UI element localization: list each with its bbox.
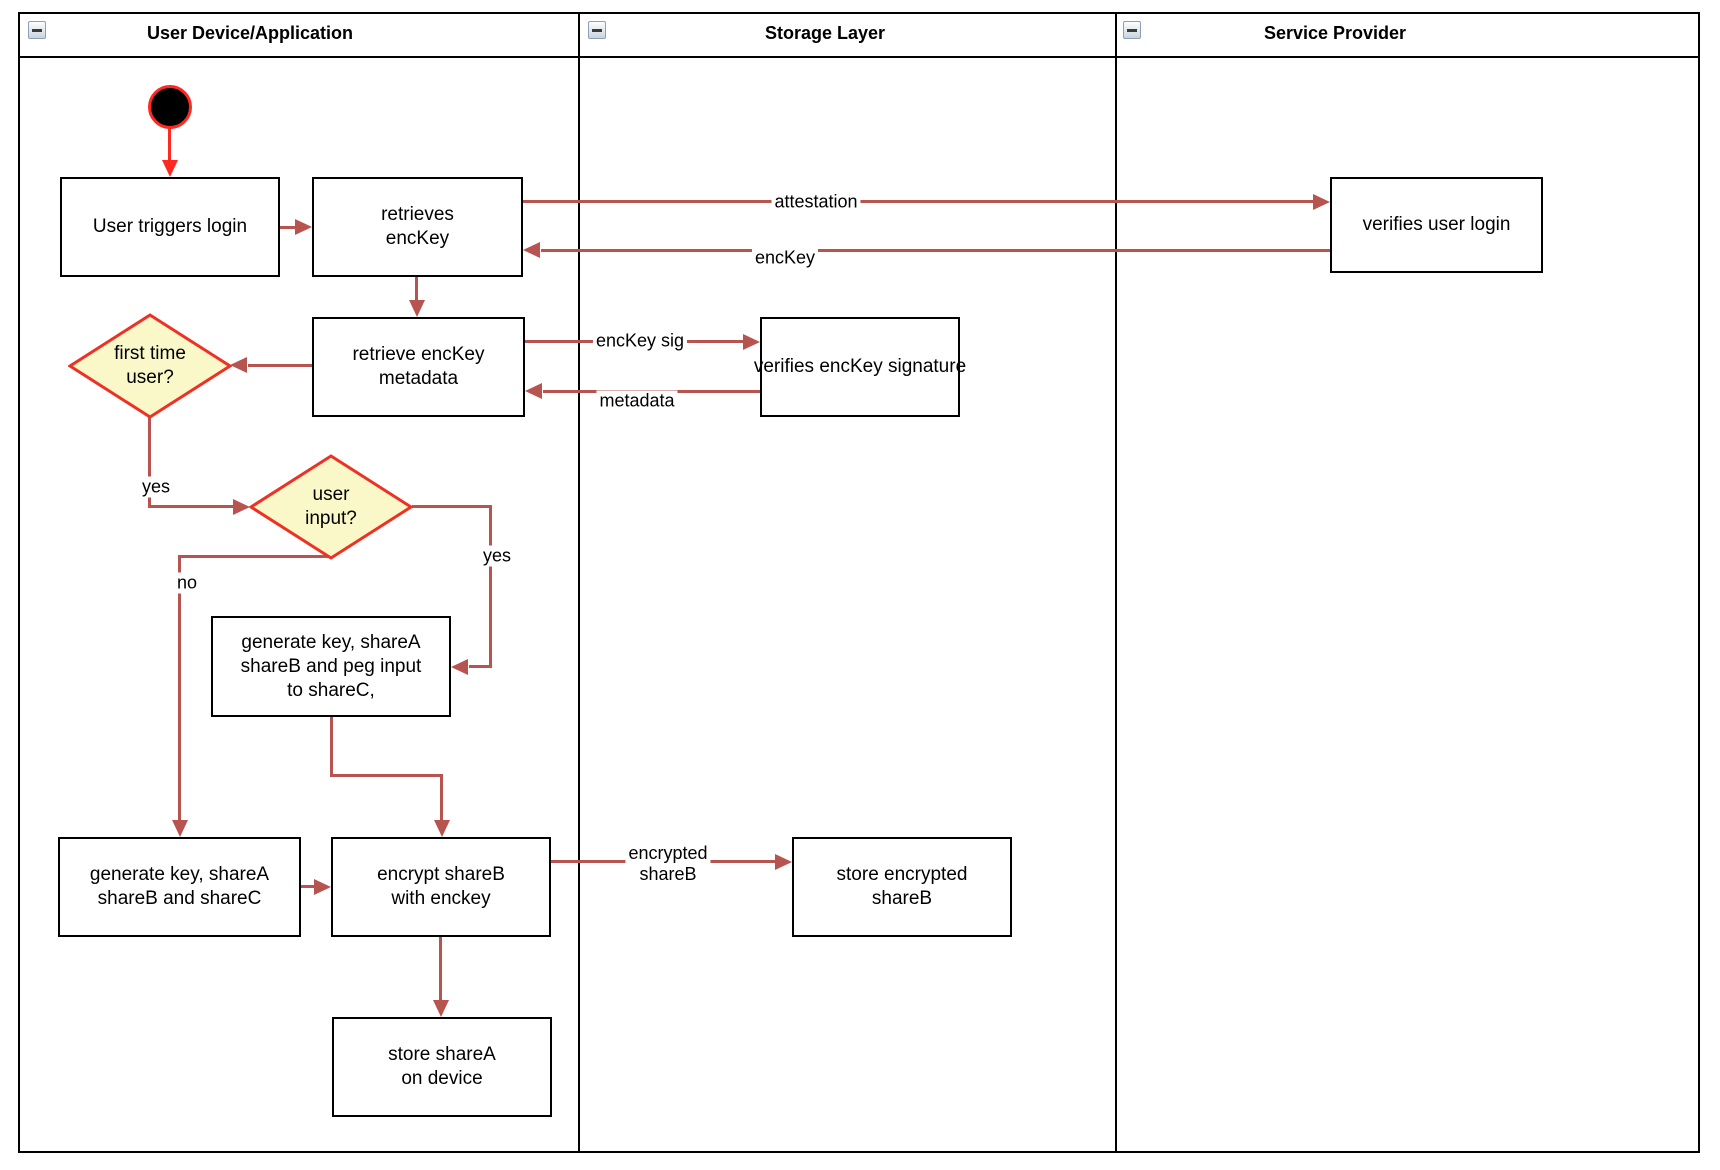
node-label: User triggers login (92, 216, 248, 237)
node-label: encrypt shareB with enckey (377, 864, 505, 909)
diamond-shape (67, 313, 233, 419)
box-retrieves-enckey[interactable]: retrieves encKey (312, 177, 523, 277)
lane-divider-1 (578, 12, 580, 1153)
node-label: verifies encKey signature (753, 356, 967, 377)
lane-divider-2 (1115, 12, 1117, 1153)
box-store-sharea-on-device[interactable]: store shareA on device (332, 1017, 552, 1117)
lane-title-user-device: User Device/Application (146, 23, 354, 43)
edge-label-no-userinput: no (173, 572, 201, 594)
arrowhead-right-icon (775, 854, 792, 870)
edge-yes-userinput-h2 (469, 665, 491, 668)
arrowhead-right-icon (314, 879, 331, 895)
edge-peg-to-encrypt-v2 (440, 774, 443, 821)
arrowhead-left-icon (230, 357, 247, 373)
edge-no-userinput-v (178, 555, 181, 821)
arrowhead-left-icon (525, 383, 542, 399)
edge-label-enckey-sig: encKey sig (592, 330, 688, 352)
node-label: store encrypted shareB (836, 864, 968, 909)
edge-label-enckey: encKey (751, 247, 819, 269)
node-label: retrieve encKey metadata (352, 344, 485, 389)
edge-attestation (523, 200, 1313, 203)
edge-label-metadata: metadata (596, 390, 678, 412)
arrowhead-down-icon (172, 820, 188, 837)
edge-label-yes-firsttime: yes (138, 476, 174, 498)
edge-peg-to-encrypt-v1 (330, 717, 333, 777)
edge-retrieves-to-metadata (415, 277, 418, 301)
decision-user-input[interactable]: user input? (248, 454, 414, 560)
edge-encrypt-to-store (439, 937, 442, 1001)
arrowhead-right-icon (295, 219, 312, 235)
collapse-button-service-provider[interactable] (1123, 21, 1141, 39)
arrowhead-right-icon (233, 499, 250, 515)
collapse-button-user-device[interactable] (28, 21, 46, 39)
edge-metadata-to-firsttime (248, 364, 312, 367)
node-label: store shareA on device (388, 1044, 496, 1089)
box-generate-key-peg-input[interactable]: generate key, shareA shareB and peg inpu… (211, 616, 451, 717)
box-encrypt-shareb[interactable]: encrypt shareB with enckey (331, 837, 551, 937)
edge-no-userinput-h (178, 555, 331, 558)
edge-yes-firsttime-v (148, 417, 151, 507)
minus-icon (1127, 28, 1137, 32)
node-label: generate key, shareA shareB and peg inpu… (240, 631, 422, 701)
decision-first-time-user[interactable]: first time user? (67, 313, 233, 419)
edge-start-to-login (168, 128, 171, 161)
node-label: verifies user login (1362, 214, 1511, 235)
box-generate-key-shares[interactable]: generate key, shareA shareB and shareC (58, 837, 301, 937)
diamond-shape (248, 454, 414, 560)
arrowhead-right-icon (743, 334, 760, 350)
edge-peg-to-encrypt-h (330, 774, 442, 777)
collapse-button-storage-layer[interactable] (588, 21, 606, 39)
node-label: first time user? (114, 343, 186, 388)
minus-icon (32, 28, 42, 32)
box-retrieve-enckey-metadata[interactable]: retrieve encKey metadata (312, 317, 525, 417)
box-verifies-enckey-signature[interactable]: verifies encKey signature (754, 317, 966, 417)
arrowhead-down-icon (162, 160, 178, 177)
edge-label-attestation: attestation (771, 191, 861, 213)
arrowhead-left-icon (451, 659, 468, 675)
box-store-encrypted-shareb[interactable]: store encrypted shareB (792, 837, 1012, 937)
edge-label-yes-userinput: yes (479, 545, 515, 567)
node-label: retrieves encKey (381, 204, 454, 249)
edge-label-encrypted-shareb: encrypted shareB (625, 843, 711, 885)
node-label: generate key, shareA shareB and shareC (89, 864, 270, 909)
node-label: user input? (305, 484, 357, 529)
edge-yes-firsttime-h (148, 505, 233, 508)
arrowhead-down-icon (433, 1000, 449, 1017)
edge-yes-userinput-h1 (412, 505, 492, 508)
diagram-frame (18, 12, 1700, 1153)
box-verifies-user-login[interactable]: verifies user login (1330, 177, 1543, 273)
edge-yes-userinput-v (489, 505, 492, 668)
edge-enckey-return (541, 249, 1330, 252)
minus-icon (592, 28, 602, 32)
edge-shares-to-encrypt (301, 885, 315, 888)
lane-title-storage-layer: Storage Layer (764, 23, 886, 43)
arrowhead-left-icon (523, 242, 540, 258)
lane-title-service-provider: Service Provider (1263, 23, 1407, 43)
lane-header-underline (18, 56, 1700, 58)
box-user-triggers-login[interactable]: User triggers login (60, 177, 280, 277)
arrowhead-right-icon (1313, 194, 1330, 210)
edge-login-to-retrieves (280, 226, 297, 229)
arrowhead-down-icon (434, 820, 450, 837)
start-node[interactable] (148, 85, 192, 129)
arrowhead-down-icon (409, 300, 425, 317)
